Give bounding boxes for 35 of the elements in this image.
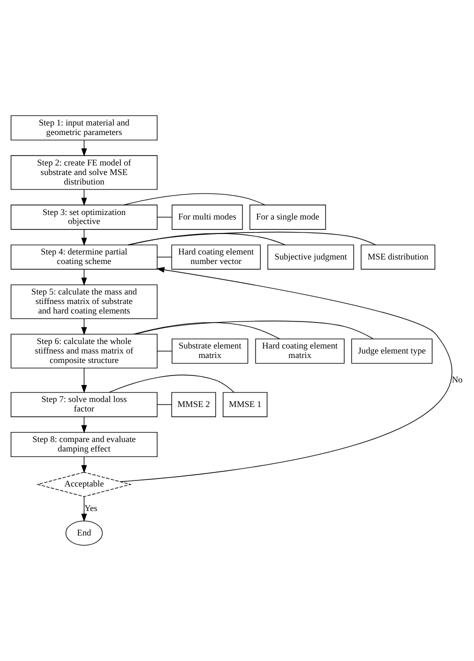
- arrow: [81, 496, 87, 522]
- connector: [156, 404, 172, 405]
- connector: [156, 216, 172, 218]
- node-box: Subjective judgment: [267, 244, 354, 270]
- node-box: For a single mode: [250, 204, 326, 230]
- node-box: Step 5: calculate the mass and stiffness matrix of substrate and hard coating elements: [10, 284, 158, 319]
- edge-label: Yes: [84, 503, 98, 514]
- node-box: Hard coating element number vector: [171, 244, 261, 270]
- connector: [157, 350, 172, 352]
- node-box: Judge element type: [351, 338, 433, 364]
- connector: [123, 193, 266, 206]
- arrow: [81, 368, 87, 394]
- connector: [135, 320, 374, 340]
- connector: [156, 256, 172, 258]
- node-box: Substrate element matrix: [172, 338, 248, 364]
- arrow: [120, 267, 451, 482]
- node-box: MMSE 2: [171, 392, 216, 418]
- node-box: Step 6: calculate the whole stiffness and mass matrix of composite structure: [10, 334, 158, 368]
- connector: [108, 374, 234, 393]
- node-box: MMSE 1: [222, 392, 268, 418]
- node-box: Step 8: compare and evaluate damping effect: [10, 432, 158, 457]
- node-diamond: Acceptable: [36, 472, 132, 497]
- node-box: Step 2: create FE model of substrate and solve MSE distribution: [10, 155, 158, 190]
- node-box: Hard coating element matrix: [255, 338, 345, 364]
- node-box: Step 3: set optimization objective: [10, 204, 158, 230]
- connector: [133, 322, 280, 340]
- node-box: For multi modes: [172, 204, 243, 230]
- node-box: Step 4: determine partial coating scheme: [10, 244, 158, 270]
- node-box: Step 1: input material and geometric parameters: [10, 115, 158, 140]
- connector: [128, 233, 286, 246]
- node-box: Step 7: solve modal loss factor: [10, 392, 158, 418]
- node-box: MSE distribution: [360, 244, 436, 270]
- connector: [128, 232, 376, 246]
- edge-label: No: [452, 374, 463, 385]
- node-ellipse: End: [66, 520, 103, 546]
